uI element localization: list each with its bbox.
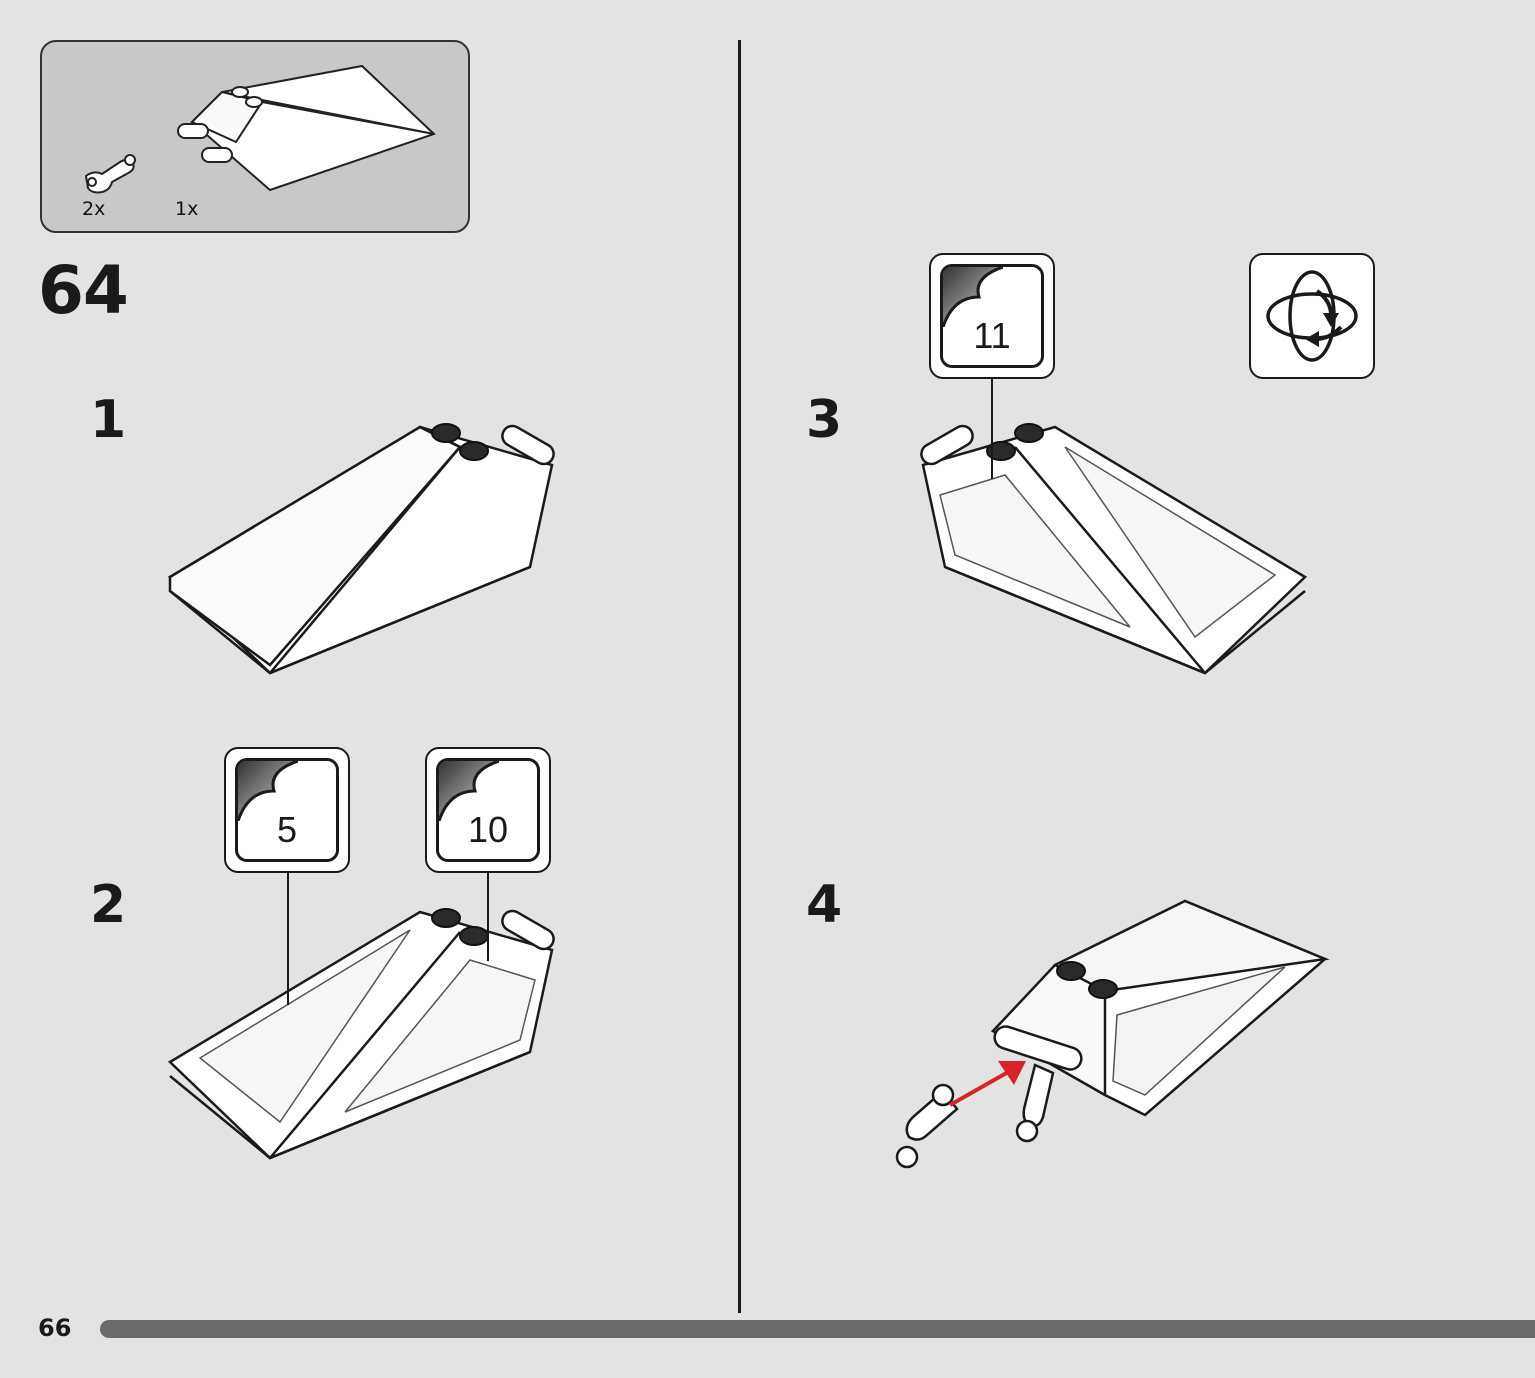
- callout-leader-line: [991, 379, 993, 479]
- sub-step-label-1: 1: [90, 390, 127, 450]
- sub-step-label-3: 3: [806, 390, 843, 450]
- callout-leader-line: [487, 873, 489, 961]
- clip-arm-part-icon: [84, 154, 136, 194]
- sticker-callout-5: 5: [224, 747, 350, 873]
- sticker-peel-icon: [943, 267, 1003, 327]
- sticker-peel-icon: [439, 761, 499, 821]
- wedge-model-illustration-2: [167, 908, 555, 1160]
- sub-step-label-4: 4: [806, 875, 843, 935]
- wedge-model-illustration-3: [920, 423, 1308, 675]
- sticker-callout-11: 11: [929, 253, 1055, 379]
- page-number: 66: [38, 1314, 72, 1342]
- wedge-model-illustration-4: [895, 899, 1330, 1169]
- sticker-callout-10: 10: [425, 747, 551, 873]
- sticker-number: 5: [276, 809, 298, 850]
- rotate-model-icon: [1266, 270, 1358, 362]
- sticker-peel-icon: [238, 761, 298, 821]
- step-number: 64: [38, 252, 129, 329]
- progress-bar: [100, 1320, 1535, 1338]
- rotate-model-box: [1249, 253, 1375, 379]
- column-divider: [738, 40, 741, 1313]
- red-arrow-icon: [949, 1061, 1026, 1107]
- part-quantity-clip: 2x: [82, 198, 106, 220]
- parts-list-box: 2x 1x: [40, 40, 470, 233]
- wedge-model-illustration-1: [167, 423, 555, 675]
- sub-step-label-2: 2: [90, 875, 127, 935]
- callout-leader-line: [287, 873, 289, 1005]
- part-quantity-wedge: 1x: [175, 198, 199, 220]
- sticker-number: 11: [973, 315, 1011, 356]
- sticker-number: 10: [467, 809, 509, 850]
- wedge-plate-part-icon: [177, 64, 436, 192]
